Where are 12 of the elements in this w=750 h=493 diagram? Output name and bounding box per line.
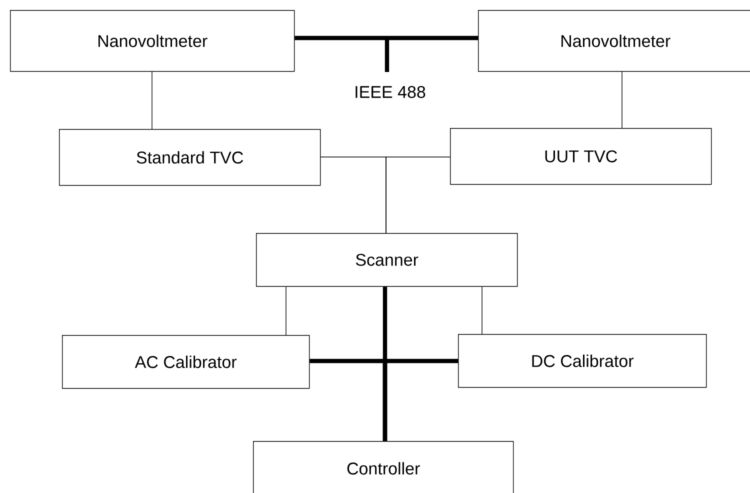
device-box: AC Calibrator [62,335,310,389]
device-box: Scanner [256,233,518,287]
edge-label: IEEE 488 [356,86,426,98]
connector [294,36,478,40]
device-box: Standard TVC [59,129,321,186]
device-box: DC Calibrator [458,334,707,388]
device-box: Nanovoltmeter [478,10,750,72]
connector [382,358,458,441]
device-box: Nanovoltmeter [10,10,295,72]
connector [386,156,450,234]
device-box: Controller [253,441,514,493]
device-box: UUT TVC [450,128,712,185]
